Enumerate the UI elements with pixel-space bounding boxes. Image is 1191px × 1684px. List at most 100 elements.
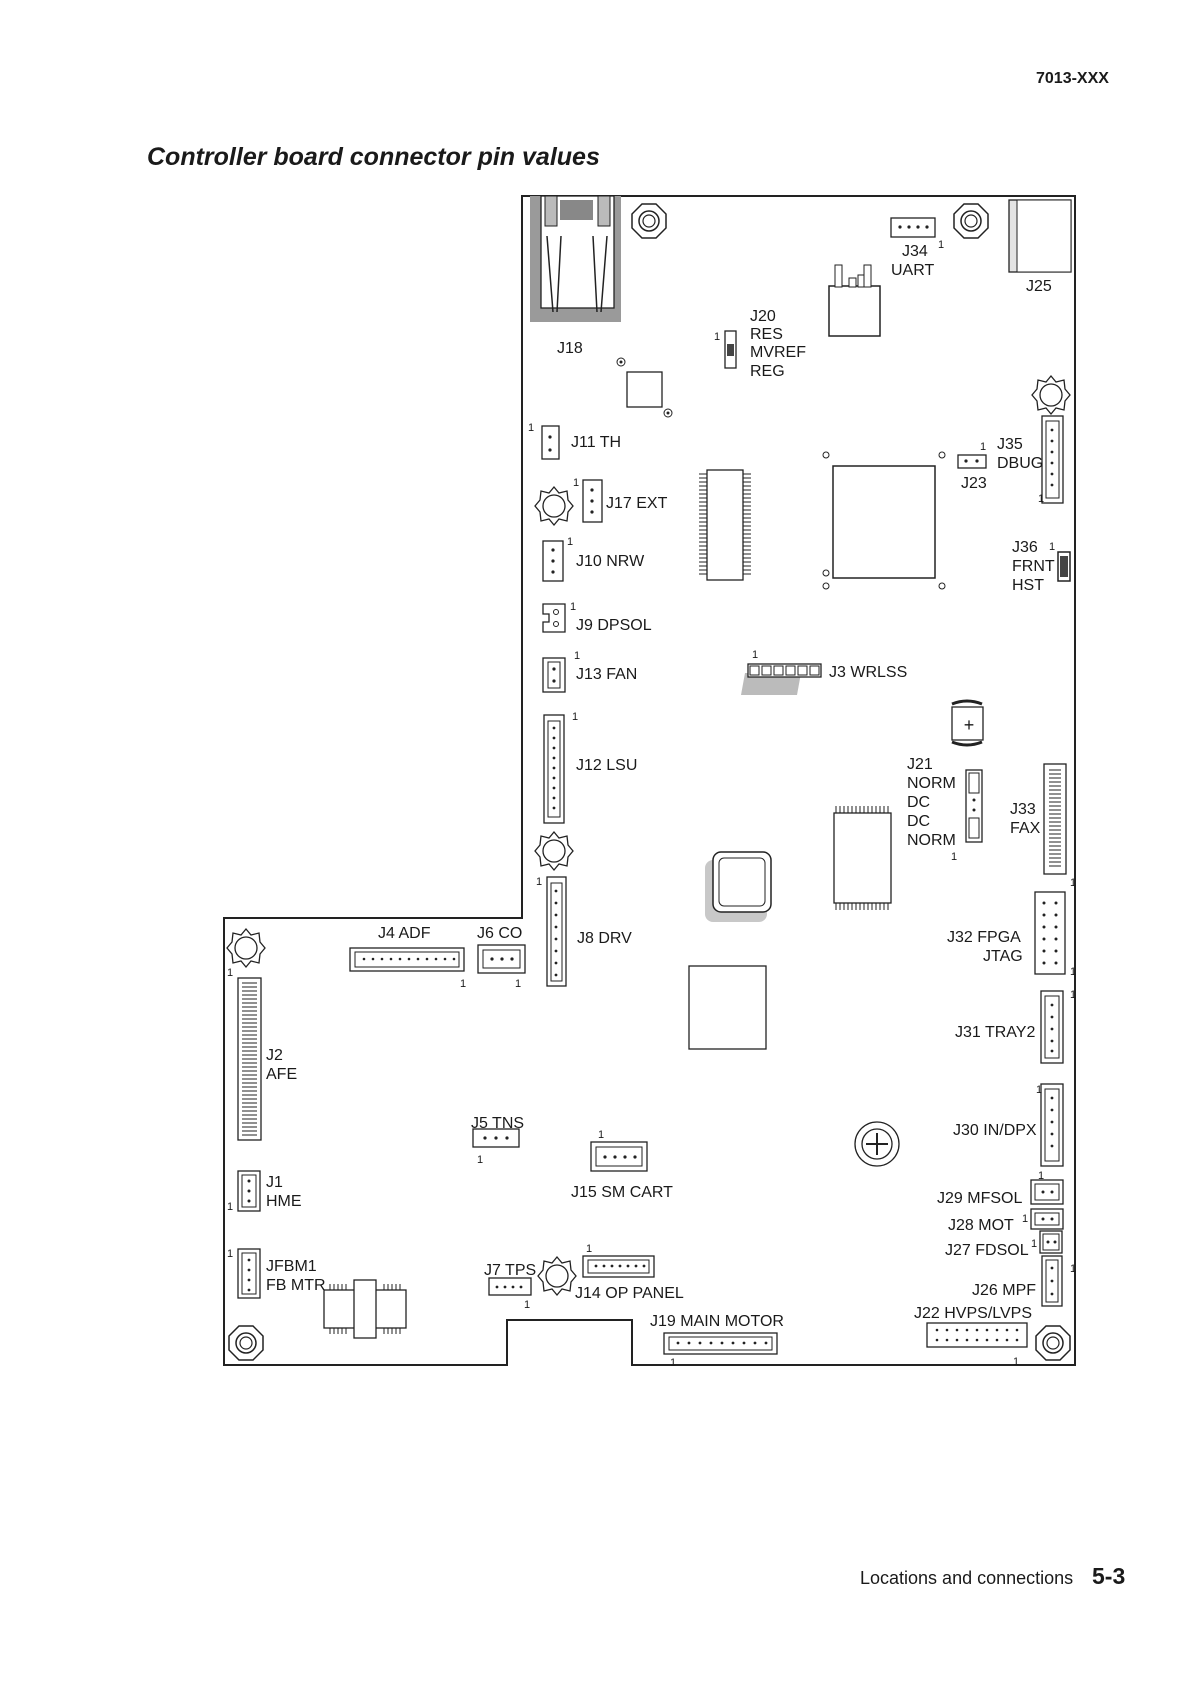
ethernet-jack-j18 [530,195,621,322]
pin1-marker: 1 [460,978,466,990]
pin1-marker: 1 [1049,541,1055,553]
connector-j22 [926,1322,1028,1348]
jumper-j23 [957,454,987,469]
connector-j3 [741,663,822,695]
label-j36-hst: HST [1012,577,1044,594]
label-jfbm1-name: JFBM1 [266,1258,317,1275]
label-j35-name: J35 [997,436,1023,453]
pin1-marker: 1 [567,536,573,548]
label-j21-dc-bottom: DC [907,813,930,830]
motor-driver-chip [323,1279,407,1339]
gear-hole [226,928,266,968]
label-j35-dbug: DBUG [997,455,1043,472]
label-j34-uart: UART [891,262,934,279]
battery-holder: + [951,699,984,747]
label-j2-afe: AFE [266,1066,297,1083]
pin1-marker: 1 [227,1201,233,1213]
pin1-marker: 1 [938,239,944,251]
pin1-marker: 1 [573,477,579,489]
pin1-marker: 1 [570,601,576,613]
label-j36-frnt: FRNT [1012,558,1055,575]
pin1-marker: 1 [586,1243,592,1255]
footer-page-number: 5-3 [1092,1563,1126,1589]
pin1-marker: 1 [1070,877,1076,889]
label-j23: J23 [961,475,987,492]
flash-chip [833,806,892,910]
label-jfbm1-fbmtr: FB MTR [266,1277,326,1294]
pin1-marker: 1 [714,331,720,343]
pin1-marker: 1 [572,711,578,723]
label-j15: J15 SM CART [571,1184,673,1201]
pin1-marker: 1 [670,1357,676,1369]
label-j1-name: J1 [266,1174,283,1191]
pin1-marker: 1 [1038,493,1044,505]
label-j30: J30 IN/DPX [953,1122,1037,1139]
label-j22: J22 HVPS/LVPS [914,1305,1032,1322]
label-j1-hme: HME [266,1193,302,1210]
pin1-marker: 1 [477,1154,483,1166]
pin1-marker: 1 [515,978,521,990]
label-j20-res: RES [750,326,783,343]
gear-hole [534,831,574,871]
document-model-number: 7013-XXX [1036,70,1109,87]
pin1-marker: 1 [227,1248,233,1260]
connector-j7 [488,1277,532,1296]
label-j31: J31 TRAY2 [955,1024,1035,1041]
gear-hole [1031,375,1071,415]
connector-j11 [541,425,560,460]
mounting-hole [1035,1325,1071,1361]
label-j12: J12 LSU [576,757,637,774]
pin1-marker: 1 [1013,1356,1019,1368]
label-j21-norm-bottom: NORM [907,832,956,849]
label-j20-mvref: MVREF [750,344,806,361]
label-j21-dc-top: DC [907,794,930,811]
label-j32-fpga: J32 FPGA [947,929,1021,946]
pin1-marker: 1 [1022,1213,1028,1225]
label-j3: J3 WRLSS [829,664,907,681]
label-j5: J5 TNS [471,1115,524,1132]
label-j10: J10 NRW [576,553,645,570]
pin1-marker: 1 [574,650,580,662]
label-j4: J4 ADF [378,925,431,942]
small-ic [626,371,663,408]
label-j28: J28 MOT [948,1217,1014,1234]
label-j20-reg: REG [750,363,785,380]
pin1-marker: 1 [752,649,758,661]
pin1-marker: 1 [980,441,986,453]
connector-j34 [890,217,936,238]
pin1-marker: 1 [1036,1084,1042,1096]
connector-j9 [542,603,566,633]
pin1-marker: 1 [1070,1263,1076,1275]
bga-chip [712,851,772,913]
label-j13: J13 FAN [576,666,637,683]
label-j20-name: J20 [750,308,776,325]
pin1-marker: 1 [1038,1170,1044,1182]
svg-text:+: + [964,715,975,735]
mounting-hole [953,203,989,239]
mounting-hole [631,203,667,239]
label-j8: J8 DRV [577,930,632,947]
label-j21-name: J21 [907,756,933,773]
main-processor [832,465,936,579]
screw [854,1121,900,1167]
connector-j32 [1034,891,1066,975]
label-j27: J27 FDSOL [945,1242,1029,1259]
label-j25: J25 [1026,278,1052,295]
label-j17: J17 EXT [606,495,668,512]
footer-section: Locations and connections [860,1568,1074,1588]
label-j34-name: J34 [902,243,928,260]
label-j7: J7 TPS [484,1262,536,1279]
label-j2-name: J2 [266,1047,283,1064]
pin1-marker: 1 [1070,989,1076,1001]
label-j9: J9 DPSOL [576,617,652,634]
label-j14: J14 OP PANEL [575,1285,684,1302]
pin1-marker: 1 [536,876,542,888]
mounting-hole [228,1325,264,1361]
label-j33-name: J33 [1010,801,1036,818]
large-ic [688,965,767,1050]
label-j32-jtag: JTAG [983,948,1023,965]
memory-chip [699,469,751,581]
label-j21-norm-top: NORM [907,775,956,792]
pin1-marker: 1 [1070,966,1076,978]
